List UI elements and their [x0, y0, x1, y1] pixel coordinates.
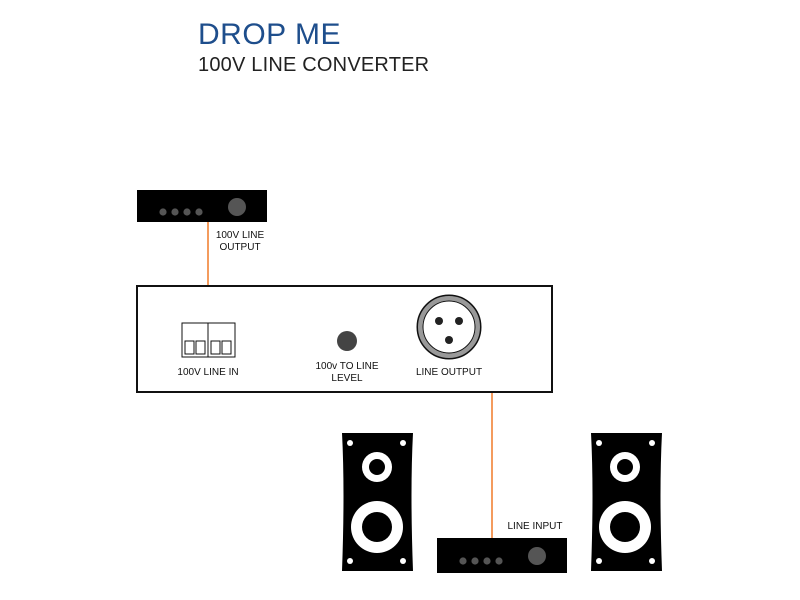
xlr-connector-icon — [416, 294, 482, 360]
terminal-block-icon — [181, 322, 236, 358]
amplifier-label-line1: 100V LINE — [215, 230, 265, 241]
indicator-led — [459, 557, 467, 565]
level-label-line1: 100v TO LINE — [315, 361, 379, 372]
speaker-left-icon — [342, 433, 413, 571]
line-input-label: LINE INPUT — [507, 521, 563, 532]
line-in-label: 100V LINE IN — [177, 367, 239, 378]
amplifier-knob — [228, 198, 246, 216]
amplifier-label: 100V LINE OUTPUT — [210, 230, 270, 254]
page-subtitle: 100V LINE CONVERTER — [198, 54, 430, 76]
page-title: DROP ME — [198, 18, 341, 51]
level-knob — [337, 331, 357, 351]
line-input-device — [437, 538, 567, 573]
amplifier-label-line2: OUTPUT — [219, 242, 261, 253]
indicator-led — [471, 557, 479, 565]
indicator-led — [483, 557, 491, 565]
line-output-label: LINE OUTPUT — [415, 367, 483, 378]
indicator-led — [171, 208, 179, 216]
speaker-right-icon — [591, 433, 662, 571]
device-knob — [528, 547, 546, 565]
level-label: 100v TO LINE LEVEL — [302, 361, 392, 385]
indicator-led — [159, 208, 167, 216]
indicator-led — [183, 208, 191, 216]
converter-unit — [136, 285, 553, 393]
amplifier-100v — [137, 190, 267, 222]
indicator-led — [495, 557, 503, 565]
level-label-line2: LEVEL — [331, 373, 363, 384]
indicator-led — [195, 208, 203, 216]
